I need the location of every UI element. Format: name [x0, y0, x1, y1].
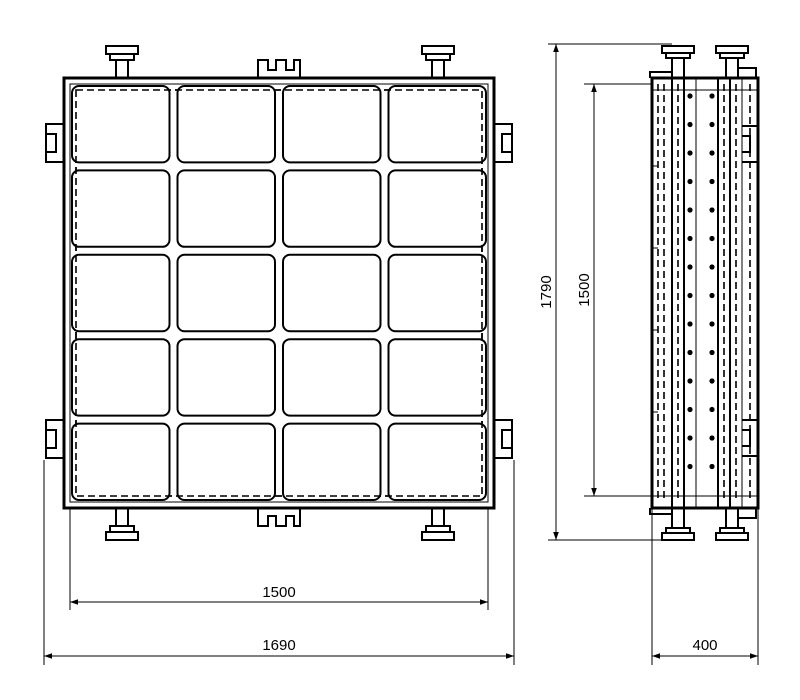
bottom-left-nozzle	[105, 507, 139, 541]
bolt-dot	[687, 207, 693, 213]
bolt-dot	[709, 235, 715, 242]
grid-cell	[387, 85, 487, 164]
grid-cell	[71, 253, 171, 333]
grid-cells	[71, 85, 487, 502]
bolt-dot	[687, 406, 693, 413]
bolt-dot	[709, 378, 715, 384]
bottom-right-nozzle	[421, 507, 455, 541]
side-view	[649, 45, 760, 541]
bolt-dot	[709, 435, 715, 441]
bolt-dot	[687, 321, 693, 327]
bolt-dot	[709, 349, 715, 356]
side-body	[650, 76, 760, 510]
front-view	[45, 45, 513, 541]
outer-frame	[62, 76, 496, 510]
bolt-dot	[709, 93, 715, 99]
bolt-dot	[687, 121, 693, 128]
side-top-nozzles	[649, 45, 757, 79]
grid-cell	[71, 422, 171, 502]
grid-cell	[176, 85, 276, 164]
grid-cell	[387, 169, 487, 248]
bolt-dot	[709, 321, 715, 327]
grid-cell	[282, 169, 382, 248]
side-edge-ticks	[652, 165, 658, 413]
inner-frame-line	[69, 83, 489, 503]
grid-cell	[282, 338, 382, 417]
left-brackets	[45, 123, 64, 459]
grid-cell	[282, 85, 382, 164]
grid-cell	[387, 338, 487, 417]
dimension-front-inner-width: 1500	[69, 508, 489, 610]
dimension-side-total-height: 1790	[538, 43, 672, 541]
dim-label-1790: 1790	[538, 275, 555, 308]
bolt-dot	[687, 178, 693, 185]
bolt-dot	[687, 463, 693, 470]
bolt-dot	[709, 406, 715, 413]
grid-cell	[176, 169, 276, 248]
grid-cell	[71, 169, 171, 248]
hidden-line-overlay	[75, 89, 483, 497]
dim-label-1690: 1690	[262, 637, 295, 654]
bolt-dots	[687, 93, 715, 470]
dim-label-1500-horizontal: 1500	[262, 584, 295, 601]
grid-cell	[176, 253, 276, 333]
bolt-dot	[687, 435, 693, 441]
bolt-dot	[687, 292, 693, 299]
top-lifting-lug	[257, 59, 301, 78]
bolt-dot	[709, 150, 715, 156]
right-brackets	[494, 123, 513, 459]
grid-cell	[71, 85, 171, 164]
bolt-dot	[687, 150, 693, 156]
top-left-nozzle	[105, 45, 139, 79]
dimension-front-outer-width: 1690	[43, 460, 515, 665]
dimension-side-inner-height: 1500	[576, 83, 652, 497]
grid-cell	[282, 253, 382, 333]
bolt-dot	[709, 121, 715, 128]
grid-cell	[282, 422, 382, 502]
grid-cell	[71, 338, 171, 417]
bolt-dot	[687, 235, 693, 242]
bolt-dot	[709, 178, 715, 185]
grid-cell	[387, 253, 487, 333]
bolt-dot	[687, 349, 693, 356]
grid-cell	[176, 422, 276, 502]
grid-cell	[387, 422, 487, 502]
side-bottom-nozzles	[649, 507, 757, 541]
bottom-lifting-lug	[257, 508, 301, 527]
dim-label-400: 400	[692, 637, 717, 654]
bolt-dot	[709, 264, 715, 270]
bolt-dot	[709, 207, 715, 213]
grid-cell	[176, 338, 276, 417]
side-brackets	[742, 125, 759, 457]
bolt-dot	[687, 264, 693, 270]
top-right-nozzle	[421, 45, 455, 79]
bolt-dot	[709, 292, 715, 299]
bolt-dot	[687, 93, 693, 99]
dimension-side-depth: 400	[651, 508, 759, 665]
dim-label-1500-vertical: 1500	[576, 273, 593, 306]
bolt-dot	[687, 378, 693, 384]
bolt-dot	[709, 463, 715, 470]
